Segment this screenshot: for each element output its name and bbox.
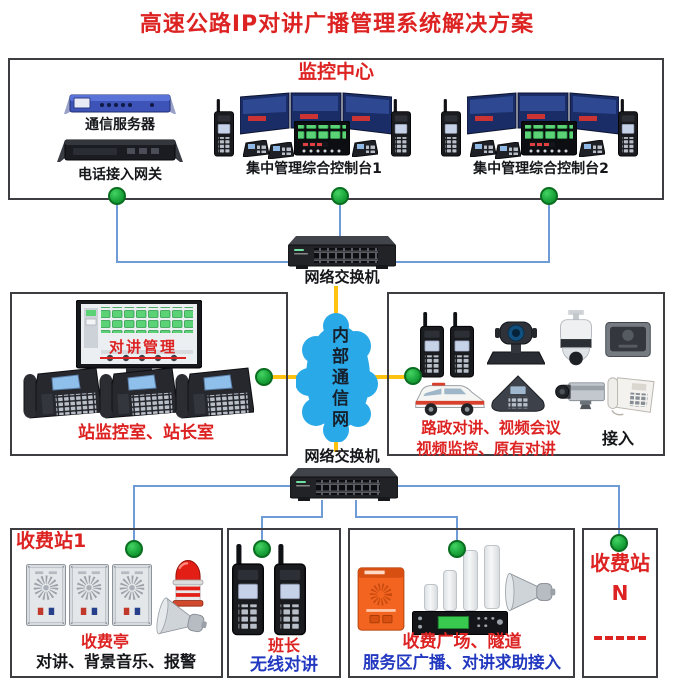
horn-speaker-icon <box>505 572 556 612</box>
desk-phone-icon <box>579 140 605 157</box>
screen-caption: 对讲管理 <box>100 336 186 359</box>
plaza-box <box>348 528 575 678</box>
monitoring-center-title: 监控中心 <box>297 61 374 83</box>
video-conference-camera-icon <box>487 321 545 365</box>
ip-phone-icon <box>175 367 254 419</box>
conference-phone-icon <box>491 375 545 412</box>
desk-phone-icon <box>470 140 496 157</box>
toll-station-n-box <box>582 528 658 678</box>
alarm-beacon-icon <box>172 560 204 607</box>
booth-intercom-panel-icon <box>69 564 109 626</box>
walkie-talkie-icon <box>450 312 474 378</box>
switch-top-label: 网络交换机 <box>304 268 380 286</box>
wire-tolln <box>396 485 620 541</box>
column-speaker-icon <box>443 570 457 611</box>
walkie-talkie-icon <box>232 544 264 636</box>
access-label-line2: 视频监控、原有对讲 <box>416 440 556 458</box>
walkie-talkie-icon <box>214 99 234 157</box>
connection-node <box>125 540 143 558</box>
squad-box <box>227 528 341 678</box>
booth-label: 收费亭 <box>80 632 129 651</box>
connection-node <box>540 187 558 205</box>
connection-node <box>404 367 422 385</box>
telephone-gateway-icon <box>57 139 183 162</box>
dispatch-console-icon <box>294 121 350 156</box>
ip-phone-icon <box>23 367 102 419</box>
walkie-talkie-icon <box>274 544 306 636</box>
access-devices-box <box>387 292 665 456</box>
communication-server-icon <box>64 94 176 114</box>
network-switch-icon <box>290 468 398 501</box>
page-title: 高速公路IP对讲广播管理系统解决方案 <box>139 12 535 37</box>
network-cloud-icon <box>296 313 378 442</box>
walkie-talkie-icon <box>618 99 638 157</box>
column-speaker-icon <box>463 550 478 611</box>
ptz-dome-camera-icon <box>560 310 592 366</box>
connection-node <box>331 187 349 205</box>
walkie-talkie-icon <box>441 99 461 157</box>
squad-label-blue: 无线对讲 <box>250 655 318 675</box>
connection-node <box>610 534 628 552</box>
plaza-label-blue: 服务区广播、对讲求助接入 <box>363 653 561 672</box>
booth-intercom-panel-icon <box>112 564 152 626</box>
column-speaker-icon <box>484 545 500 609</box>
network-switch-icon <box>288 236 396 269</box>
switch-bottom-label: 网络交换机 <box>304 447 380 465</box>
squad-label-red: 班长 <box>267 636 300 655</box>
console1-label: 集中管理综合控制台1 <box>246 161 382 177</box>
booth-intercom-panel-icon <box>26 564 66 626</box>
intercom-management-screen-icon <box>76 300 202 374</box>
connection-node <box>448 540 466 558</box>
toll-station-n-title: 收费站 <box>590 551 650 575</box>
console2-label: 集中管理综合控制台2 <box>473 161 609 177</box>
cloud-label: 内部通信网 <box>328 325 348 431</box>
ip-phone-icon <box>99 367 178 419</box>
emergency-call-box-icon <box>357 567 405 631</box>
intercom-terminal-icon <box>605 322 651 358</box>
wire-plaza <box>355 500 458 547</box>
booth-desc: 对讲、背景音乐、报警 <box>35 652 196 671</box>
ellipsis-dashes <box>594 636 646 640</box>
horn-speaker-icon <box>156 597 207 635</box>
communication-server-label: 通信服务器 <box>85 117 155 133</box>
station-rooms-box <box>10 292 288 456</box>
wire-squad <box>261 500 323 547</box>
toll-station-1-title: 收费站1 <box>16 530 87 552</box>
desk-phone-icon <box>243 140 269 157</box>
desk-phone-icon <box>352 140 378 157</box>
telephone-gateway-label: 电话接入网关 <box>78 167 162 183</box>
walkie-talkie-icon <box>420 312 444 378</box>
monitor-wall-icon <box>467 92 619 135</box>
box-camera-icon <box>555 382 605 410</box>
wire-console-left <box>116 200 290 263</box>
access-label-line1: 路政对讲、视频会议 <box>421 419 561 437</box>
connection-node <box>253 540 271 558</box>
patrol-car-icon <box>415 382 485 416</box>
wire-console-right <box>394 200 550 263</box>
desk-phone-icon <box>268 142 294 159</box>
analog-phone-icon <box>607 377 655 416</box>
desk-phone-icon <box>495 142 521 159</box>
wire-toll1 <box>133 485 290 547</box>
connection-node <box>108 187 126 205</box>
toll-station-n-number: N <box>611 581 629 605</box>
station-rooms-label: 站监控室、站长室 <box>78 423 214 443</box>
toll-station-1-box <box>10 528 223 678</box>
plaza-label-red: 收费广场、隧道 <box>402 632 522 652</box>
connection-node <box>255 368 273 386</box>
column-speaker-icon <box>424 584 438 611</box>
access-label-suffix: 接入 <box>601 429 634 448</box>
dispatch-console-icon <box>521 121 577 156</box>
broadcast-amplifier-icon <box>412 611 508 635</box>
walkie-talkie-icon <box>391 99 411 157</box>
